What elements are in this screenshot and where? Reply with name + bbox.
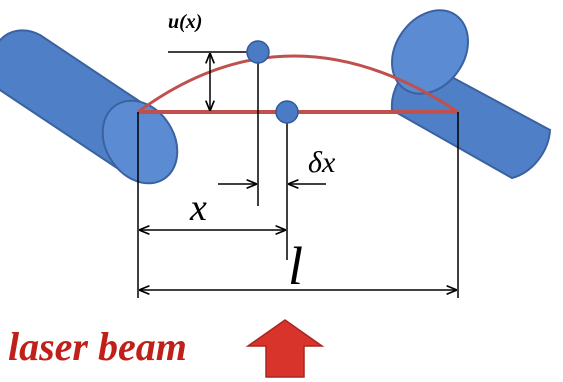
u-label: u(x) [168,11,202,33]
dx-label: δx [308,146,336,179]
right-cylinder [390,9,552,180]
deflected-string [137,54,459,114]
laser-beam-label: laser beam [8,324,187,369]
equilibrium-bead [275,100,299,124]
laser-arrow-icon [245,319,325,378]
l-label: l [288,236,303,296]
displaced-bead [246,40,270,64]
x-label: x [189,187,207,229]
left-cylinder [0,29,179,185]
